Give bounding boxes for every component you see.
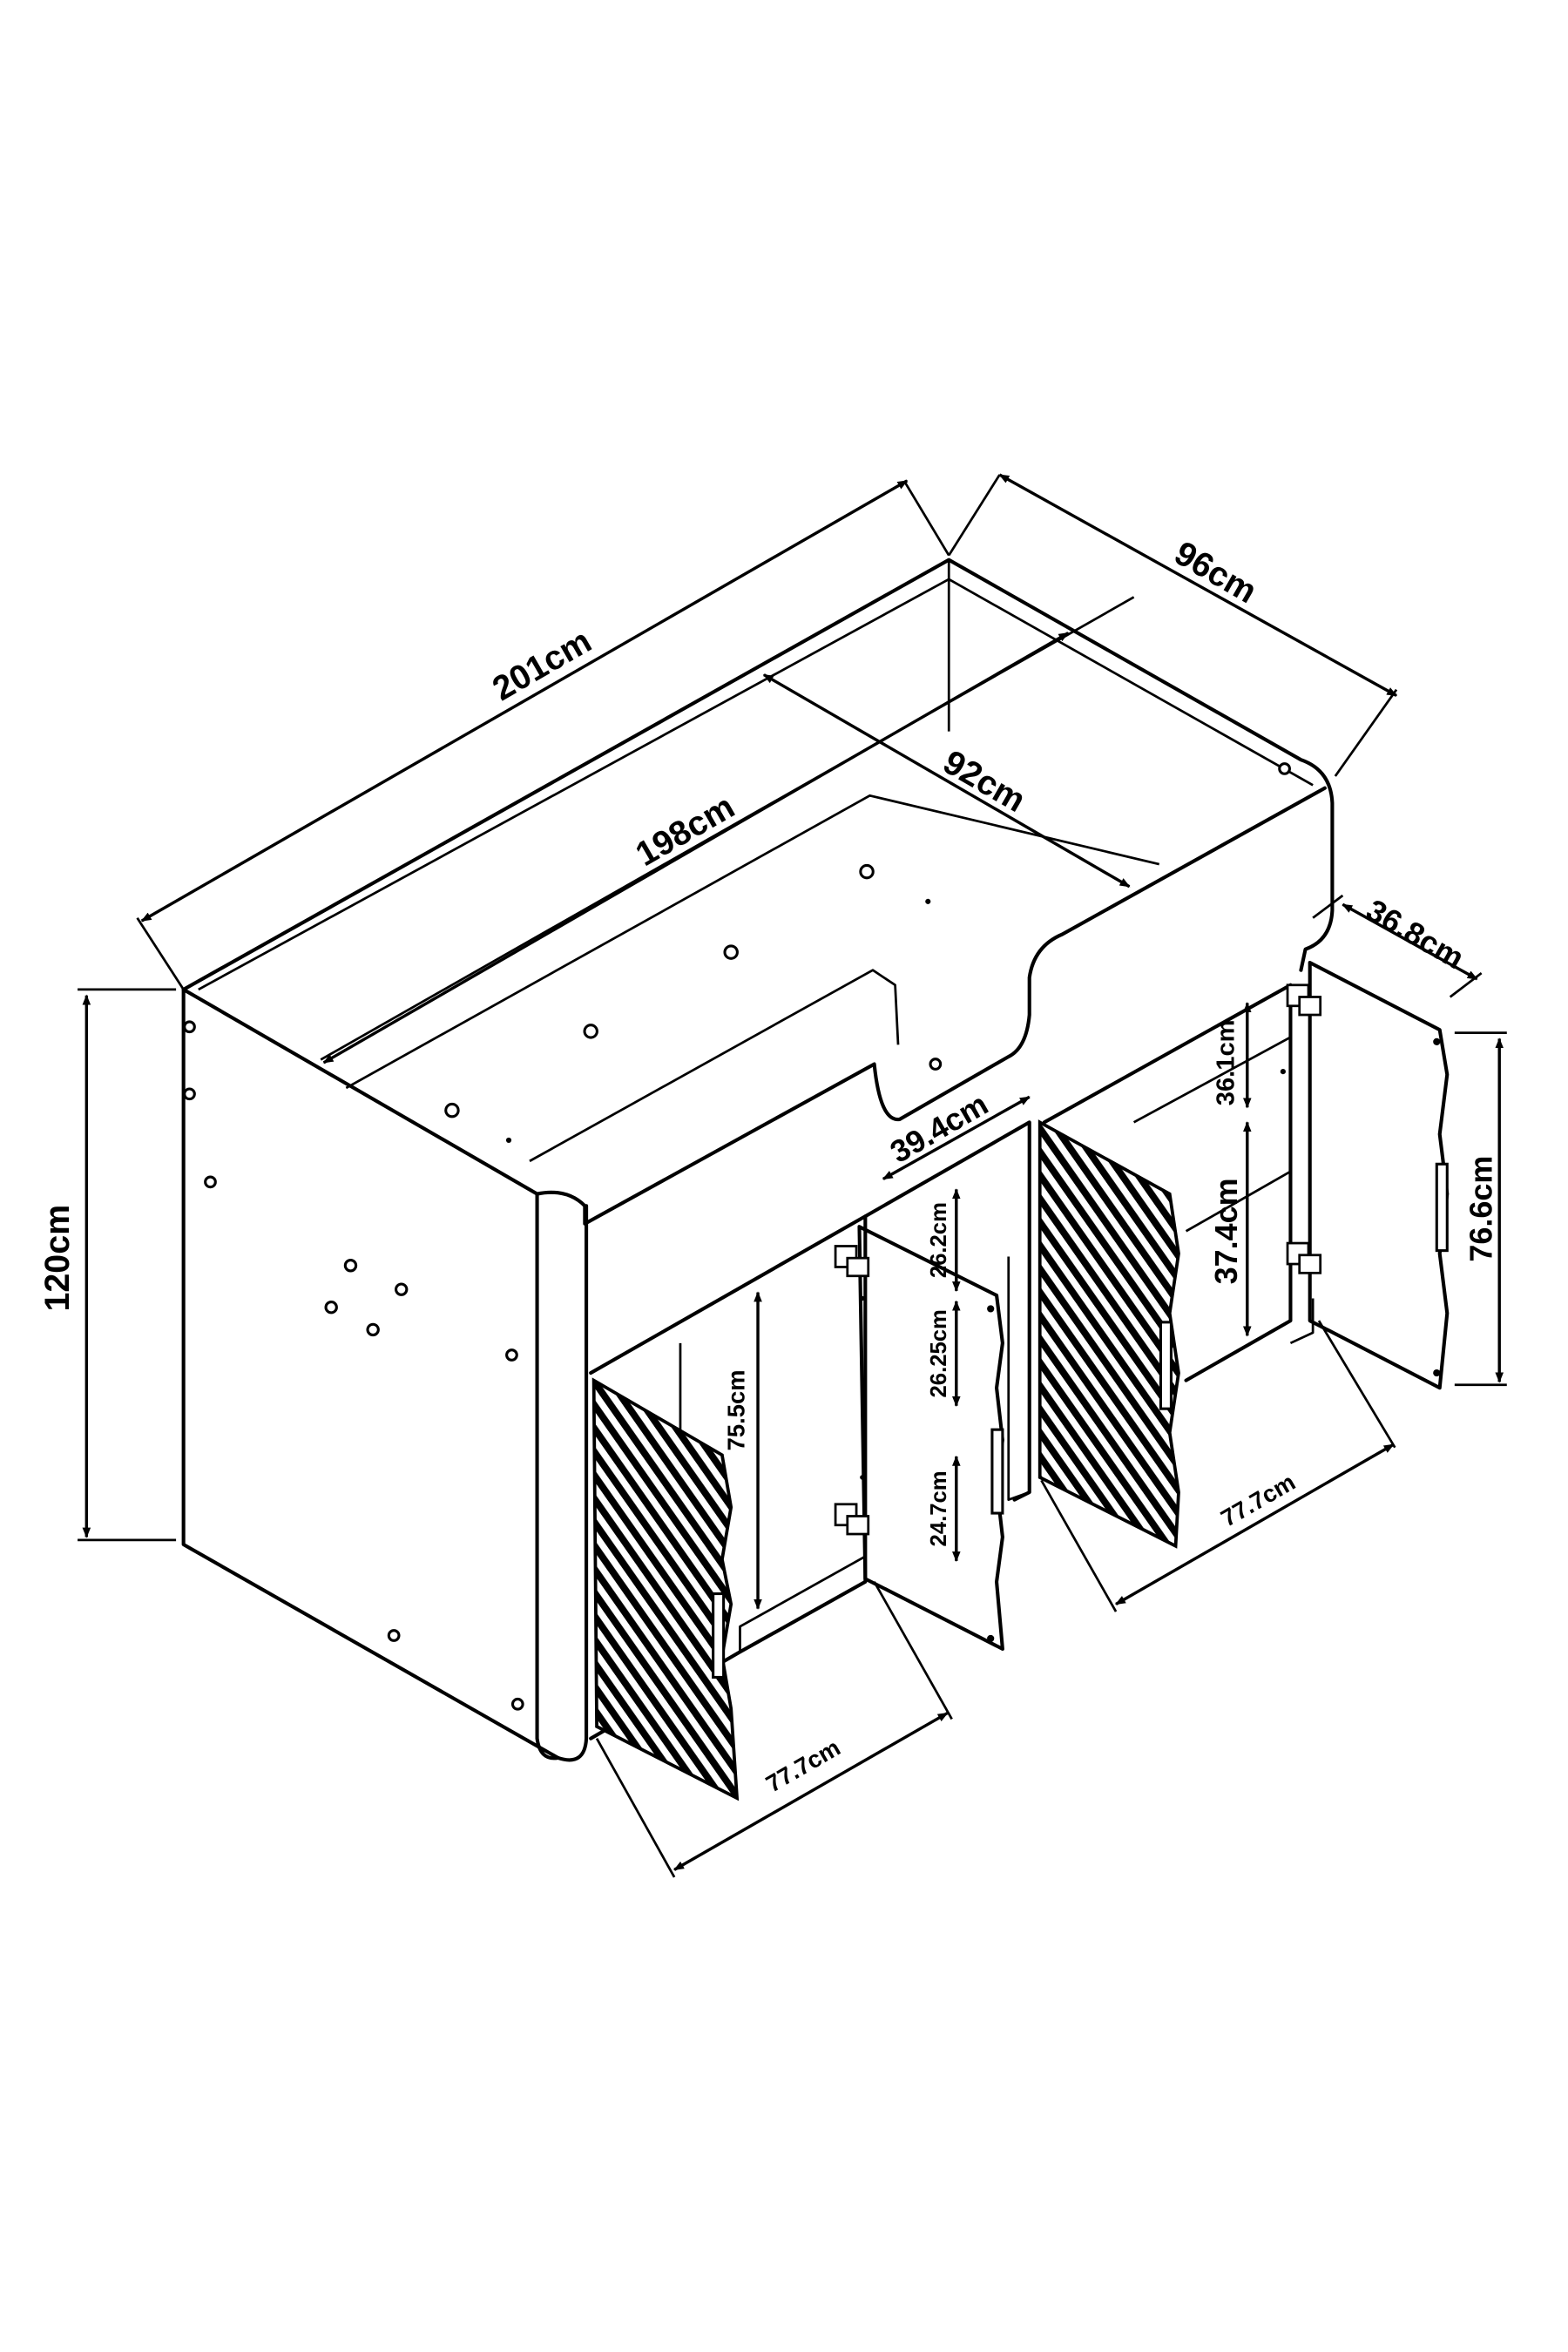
label-92: 92cm [936, 743, 1031, 820]
left-door [591, 1377, 740, 1801]
middle-right-door-handle [1159, 1321, 1173, 1410]
right-door-panel [1308, 961, 1450, 1390]
dim-77-7-left [673, 1712, 949, 1871]
label-26-2: 26.2cm [927, 1202, 951, 1278]
right-base [1289, 1298, 1315, 1345]
hinge-icon [1286, 983, 1322, 1017]
label-96: 96cm [1168, 534, 1263, 611]
dim-77-7-right [1115, 1443, 1395, 1606]
frame-rail-lip [529, 969, 900, 1163]
right-door [1286, 961, 1450, 1390]
dim-92 [762, 673, 1131, 889]
label-77-7-left: 77.7cm [761, 1734, 845, 1797]
middle-door-handle [990, 1428, 1004, 1515]
cabinet-right-compartment [1042, 983, 1293, 1382]
hinge-icon [1286, 1241, 1322, 1274]
middle-right-door [1037, 1119, 1180, 1549]
dimension-labels: 201cm 96cm 198cm 92cm 120cm 36.8cm 76.6c… [38, 534, 1499, 1798]
right-shelf-back [1132, 1036, 1292, 1124]
hinge-icon [834, 1503, 870, 1536]
dim-39-4 [882, 1095, 1031, 1180]
middle-right-door-panel [1037, 1119, 1180, 1549]
right-shelf [1185, 1170, 1292, 1233]
dimension-lines [78, 473, 1507, 1878]
label-201: 201cm [486, 622, 598, 708]
dim-36-8 [1342, 902, 1478, 981]
label-36-1: 36.1cm [1212, 1019, 1240, 1105]
label-37-4: 37.4cm [1208, 1178, 1244, 1284]
left-door-panel [591, 1377, 740, 1801]
middle-left-door [834, 1225, 1004, 1651]
left-end-post [535, 1192, 560, 1761]
label-26-25: 26.25cm [927, 1309, 951, 1397]
frame-front-rail [181, 786, 1327, 1226]
frame-top-outline [181, 558, 1335, 991]
middle-left-door-panel [857, 1225, 1004, 1651]
label-120: 120cm [38, 1205, 77, 1312]
dim-201 [140, 479, 909, 923]
label-75-5: 75.5cm [723, 1369, 750, 1450]
frame-inner-rail [198, 578, 1314, 991]
left-door-handle [712, 1592, 726, 1679]
frame-inner-rail-2 [345, 794, 1160, 1090]
center-post [1007, 1256, 1031, 1502]
label-24-7: 24.7cm [927, 1470, 951, 1546]
dim-96 [998, 473, 1398, 698]
label-36-8: 36.8cm [1361, 892, 1470, 976]
right-door-handle [1435, 1162, 1449, 1253]
label-76-6: 76.6cm [1463, 1156, 1499, 1262]
hinge-icon [834, 1245, 870, 1278]
